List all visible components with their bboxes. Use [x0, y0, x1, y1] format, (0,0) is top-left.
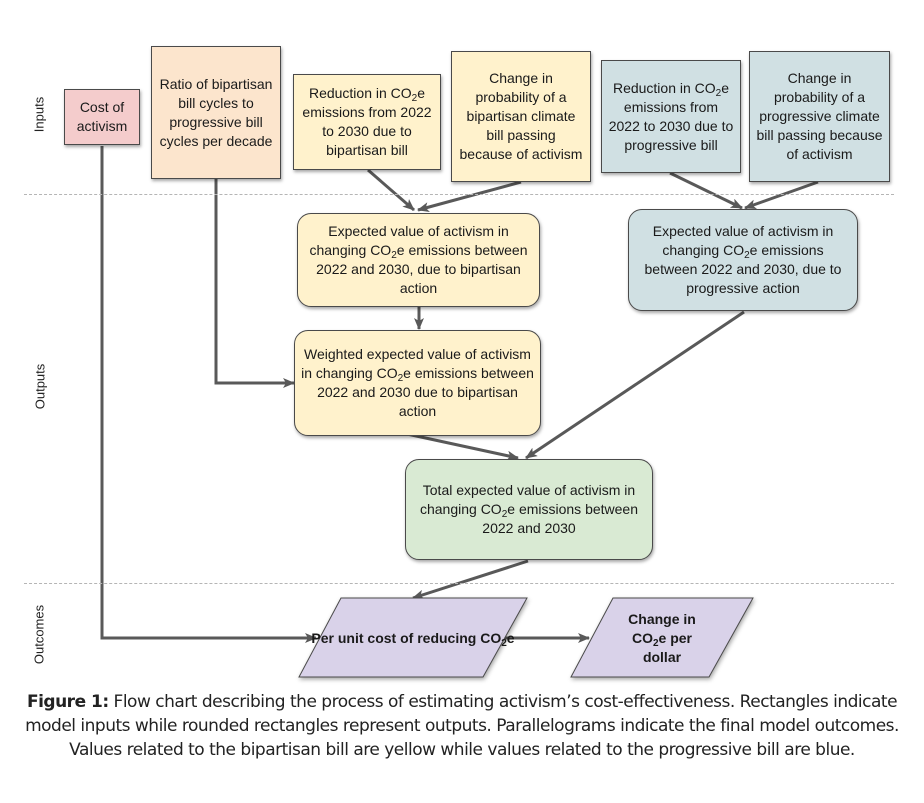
- figure-caption: Figure 1: Flow chart describing the proc…: [20, 690, 904, 762]
- node-text: Expected value of activism in changing C…: [309, 223, 528, 296]
- node-text: Reduction in CO2e emissions from 2022 to…: [608, 79, 734, 153]
- node-total-ev: Total expected value of activism in chan…: [405, 459, 653, 560]
- node-prob-progressive: Change in probability of a progressive c…: [749, 51, 890, 182]
- lane-label-inputs: Inputs: [31, 96, 47, 133]
- edge-reduction-bipartisan-to-ev-bipartisan: [367, 168, 415, 212]
- node-prob-bipartisan: Change in probability of a bipartisan cl…: [451, 51, 591, 182]
- node-text: Change in probability of a progressive c…: [756, 70, 883, 162]
- node-reduction-bipartisan: Reduction in CO2e emissions from 2022 to…: [293, 74, 441, 170]
- node-ev-progressive: Expected value of activism in changing C…: [628, 209, 858, 311]
- node-per-unit-cost: Per unit cost of reducing CO2e: [297, 597, 529, 679]
- edge-cost-to-per-unit-cost: [100, 146, 317, 643]
- caption-label: Figure 1:: [26, 692, 109, 712]
- node-text: Total expected value of activism in chan…: [419, 482, 639, 536]
- lane-label-outputs: Outputs: [32, 363, 48, 410]
- node-text: Cost of activism: [76, 99, 128, 134]
- node-weighted-ev-bipartisan: Weighted expected value of activism in c…: [294, 330, 541, 436]
- edge-ratio-to-weighted: [214, 179, 295, 388]
- lane-divider-outputs-outcomes: [24, 583, 894, 584]
- edge-weighted-to-total: [406, 432, 519, 461]
- node-text: Per unit cost of reducing CO2e: [311, 629, 515, 649]
- node-change-per-dollar: Change in CO2e per dollar: [569, 597, 755, 679]
- lane-label-outcomes: Outcomes: [31, 604, 47, 665]
- node-text: Change in CO2e per dollar: [628, 610, 696, 665]
- node-text: Reduction in CO2e emissions from 2022 to…: [302, 85, 432, 158]
- node-text: Weighted expected value of activism in c…: [301, 346, 534, 419]
- edge-total-to-per-unit-cost: [412, 559, 529, 600]
- parallelogram-shape: [570, 597, 754, 678]
- node-ev-bipartisan: Expected value of activism in changing C…: [297, 213, 540, 307]
- edge-prob-bipartisan-to-ev-bipartisan: [417, 180, 522, 212]
- node-text: Expected value of activism in changing C…: [644, 223, 842, 296]
- node-reduction-progressive: Reduction in CO2e emissions from 2022 to…: [601, 60, 741, 173]
- caption-text: Flow chart describing the process of est…: [25, 692, 899, 760]
- node-text: Ratio of bipartisan bill cycles to progr…: [159, 75, 273, 149]
- parallelogram-shape: [298, 597, 528, 678]
- edge-ev-progressive-to-total: [525, 310, 745, 460]
- edge-reduction-progressive-to-ev-progressive: [669, 171, 743, 210]
- edge-prob-progressive-to-ev-progressive: [744, 180, 819, 210]
- lane-divider-inputs-outputs: [24, 194, 894, 195]
- node-cost-of-activism: Cost of activism: [64, 89, 140, 145]
- node-ratio-bill-cycles: Ratio of bipartisan bill cycles to progr…: [151, 46, 281, 179]
- node-text: Change in probability of a bipartisan cl…: [459, 70, 583, 162]
